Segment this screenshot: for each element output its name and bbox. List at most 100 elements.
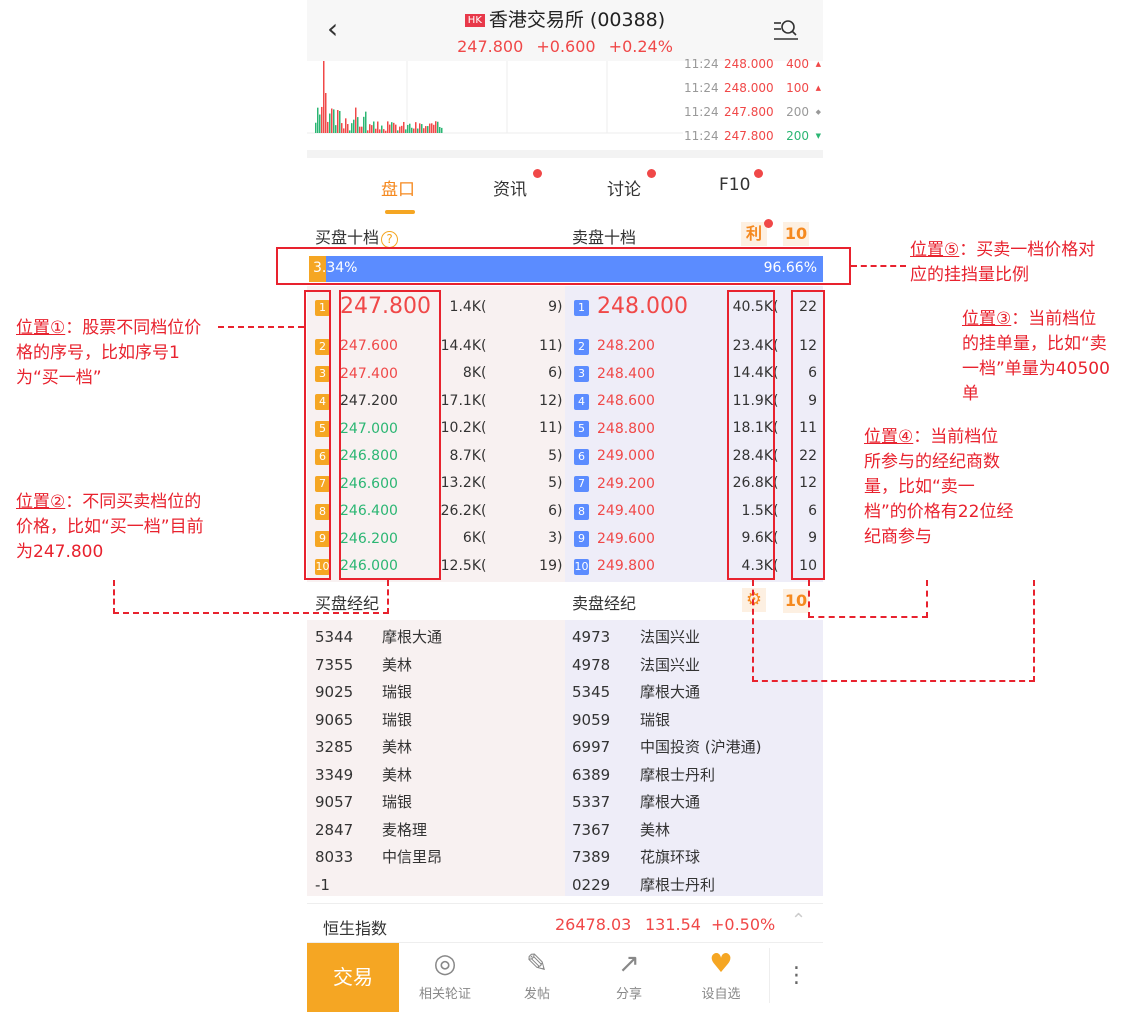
paren: ( xyxy=(773,530,779,546)
volume-bar xyxy=(437,121,439,133)
direction-icon: ▲ xyxy=(815,60,821,68)
volume-bar xyxy=(343,128,345,133)
volume-bar xyxy=(381,125,383,133)
tick-time: 11:24 xyxy=(684,129,719,143)
tab-3[interactable]: F10 xyxy=(719,175,751,195)
ratio-bar: 3.34% 96.66% xyxy=(309,256,823,282)
sell-level-index: 3 xyxy=(574,366,589,382)
sell-broker-name[interactable]: 花旗环球 xyxy=(640,848,701,866)
volume-bar xyxy=(373,121,375,133)
connector-2 xyxy=(113,580,389,614)
hk-badge: HK xyxy=(464,14,485,27)
sell-price: 249.600 xyxy=(597,530,655,547)
buy-broker-name[interactable]: 瑞银 xyxy=(382,793,413,811)
help-icon[interactable]: ? xyxy=(381,231,399,248)
volume-bar xyxy=(425,126,427,133)
buy-broker-count: 19 xyxy=(539,557,557,574)
buy-price: 246.200 xyxy=(340,530,398,547)
sell-broker-name[interactable]: 法国兴业 xyxy=(640,628,701,646)
paren: ) xyxy=(557,365,563,381)
sell-broker-name[interactable]: 美林 xyxy=(640,820,671,839)
annotation-4: 位置④：当前档位所参与的经纪商数量，比如“卖一档”的价格有22位经纪商参与 xyxy=(864,427,1014,547)
buy-broker-name[interactable]: 美林 xyxy=(382,765,413,784)
tab-2[interactable]: 讨论 xyxy=(607,180,641,200)
buy-broker-id: -1 xyxy=(315,875,330,894)
sell-broker-name[interactable]: 瑞银 xyxy=(640,710,671,729)
gap-mask xyxy=(1033,395,1035,580)
buy-broker-name[interactable]: 瑞银 xyxy=(382,683,413,701)
sell-book-bg xyxy=(565,286,823,582)
buy-broker-name[interactable]: 瑞银 xyxy=(382,710,413,729)
volume-bar xyxy=(339,110,341,133)
paren: ) xyxy=(557,447,563,464)
volume-bar xyxy=(361,126,363,133)
settings-gear-icon[interactable]: ⚙ xyxy=(742,588,766,612)
buy-volume: 1.4K xyxy=(449,299,481,315)
search-menu-icon[interactable] xyxy=(773,18,799,42)
sell-brokers-bg xyxy=(565,620,823,896)
active-tab-indicator xyxy=(385,210,415,214)
notification-dot xyxy=(764,219,773,228)
volume-bar xyxy=(341,123,343,133)
tab-1[interactable]: 资讯 xyxy=(493,180,527,200)
paren: ( xyxy=(481,299,487,315)
buy-broker-name[interactable]: 中信里昂 xyxy=(382,848,443,866)
change-pct: +0.24% xyxy=(608,37,673,56)
volume-bar xyxy=(441,127,443,133)
buy-broker-count: 9 xyxy=(548,299,557,315)
sell-broker-id: 6389 xyxy=(572,765,611,784)
buy-broker-id: 9025 xyxy=(315,683,354,701)
sell-price: 249.000 xyxy=(597,448,655,464)
buy-price: 247.000 xyxy=(340,420,398,437)
tick-volume: 100 xyxy=(786,81,809,95)
bottom-nav-2[interactable]: ↗分享 xyxy=(583,943,675,1012)
buy-broker-count: 5 xyxy=(548,475,557,491)
sell-broker-name[interactable]: 摩根大通 xyxy=(640,793,701,811)
sell-ten-title: 卖盘十档 xyxy=(572,228,637,247)
volume-bar xyxy=(393,122,395,133)
sell-broker-count: 12 xyxy=(799,337,817,354)
volume-bar xyxy=(429,123,431,133)
trade-button[interactable]: 交易 xyxy=(307,943,399,1012)
sell-broker-name[interactable]: 法国兴业 xyxy=(640,655,701,674)
sell-broker-count: 22 xyxy=(799,299,817,315)
sell-broker-name[interactable]: 中国投资 (沪港通) xyxy=(640,738,762,756)
sell-volume: 4.3K xyxy=(741,557,773,574)
sell-broker-name[interactable]: 摩根士丹利 xyxy=(640,875,716,894)
tab-0[interactable]: 盘口 xyxy=(381,180,415,200)
sell-broker-name[interactable]: 摩根士丹利 xyxy=(640,765,716,784)
buy-broker-name[interactable]: 摩根大通 xyxy=(382,628,443,646)
volume-bar xyxy=(391,122,393,133)
chevron-up-icon[interactable]: ⌃ xyxy=(791,910,807,931)
bottom-nav-3[interactable]: ♥设自选 xyxy=(675,943,767,1012)
volume-bar xyxy=(423,128,425,133)
paren: ( xyxy=(773,557,779,574)
sell-broker-id: 7389 xyxy=(572,848,611,866)
broker-count-box xyxy=(791,290,825,580)
sell-broker-name[interactable]: 摩根大通 xyxy=(640,683,701,701)
sell-volume: 1.5K xyxy=(741,502,773,519)
buy-broker-name[interactable]: 麦格理 xyxy=(382,820,428,839)
bottom-nav-1[interactable]: ✎发帖 xyxy=(491,943,583,1012)
bottom-nav-0[interactable]: ◎相关轮证 xyxy=(399,943,491,1012)
li-button[interactable]: 利 xyxy=(741,222,767,246)
buy-broker-count: 11 xyxy=(539,420,557,436)
buy-broker-name[interactable]: 美林 xyxy=(382,738,413,756)
broker-level-button[interactable]: 10 xyxy=(783,589,809,613)
volume-bar xyxy=(411,127,413,133)
back-button[interactable]: ‹ xyxy=(327,12,339,45)
level-count-button[interactable]: 10 xyxy=(783,222,809,246)
more-icon[interactable]: ⋮ xyxy=(769,948,823,1003)
buy-level-index: 10 xyxy=(315,558,330,575)
buy-broker-name[interactable]: 美林 xyxy=(382,655,413,674)
sell-broker-id: 6997 xyxy=(572,738,611,756)
index-bar[interactable]: 恒生指数 26478.03 131.54 +0.50% ⌃ xyxy=(307,903,823,943)
tick-volume: 400 xyxy=(786,57,809,71)
volume-bar xyxy=(317,107,319,133)
